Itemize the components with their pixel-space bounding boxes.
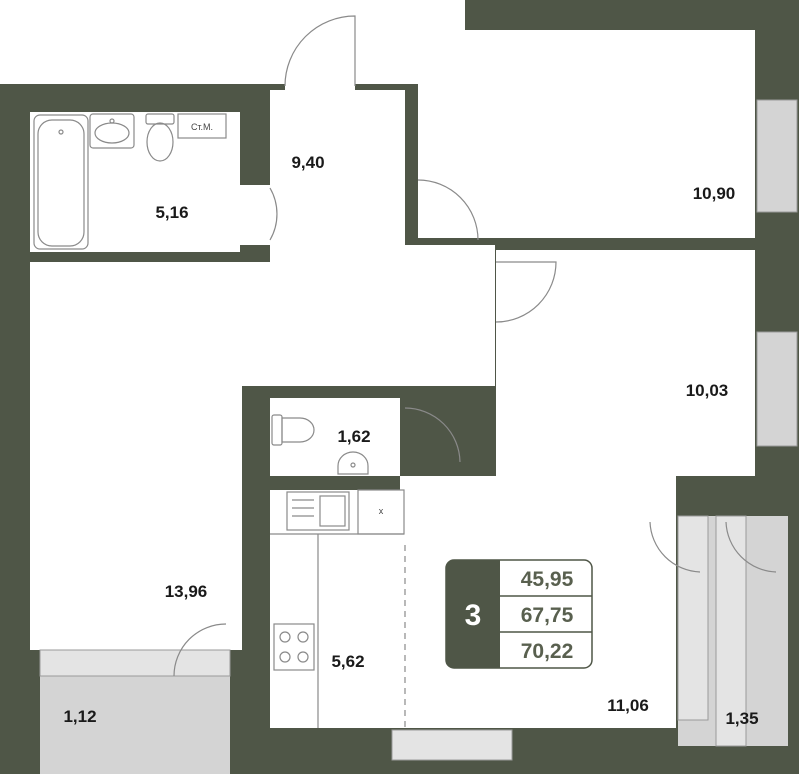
door-bedroom-middle bbox=[495, 261, 557, 323]
stove-burner-4-icon bbox=[297, 651, 309, 663]
balcony-left-rail bbox=[39, 649, 231, 677]
area-balcony-right: 1,35 bbox=[725, 709, 758, 728]
stove-burner-2-icon bbox=[297, 631, 309, 643]
appliance-box-label: x bbox=[379, 506, 384, 516]
toilet-tank-icon bbox=[145, 113, 175, 125]
info-value-total-with-balconies: 70,22 bbox=[521, 640, 574, 663]
wc2-sink-icon bbox=[337, 451, 369, 475]
balcony-right-strip-2 bbox=[715, 515, 747, 747]
stove-burner-1-icon bbox=[279, 631, 291, 643]
exterior-top-notch bbox=[355, 0, 465, 84]
wc2-bowl-icon bbox=[281, 417, 315, 443]
washer-box-icon bbox=[177, 113, 227, 139]
kitchen-sink-icon bbox=[286, 491, 350, 531]
door-toilet bbox=[404, 407, 461, 463]
floor-living-room bbox=[30, 338, 242, 650]
area-bathroom: 5,16 bbox=[155, 203, 188, 222]
toilet-bowl-icon bbox=[146, 122, 174, 162]
sink-icon bbox=[89, 113, 135, 149]
info-value-total-area: 67,75 bbox=[521, 604, 574, 627]
sink-drain-icon bbox=[109, 118, 115, 124]
door-balcony-right-2 bbox=[725, 521, 777, 573]
entrance-gap bbox=[285, 84, 355, 104]
wc-box-label: Ст.М. bbox=[191, 122, 213, 132]
floor-toilet bbox=[270, 398, 400, 476]
area-kitchen: 5,62 bbox=[331, 652, 364, 671]
area-balcony-left: 1,12 bbox=[63, 707, 96, 726]
wc2-sink-drain-icon bbox=[350, 462, 356, 468]
door-bathroom bbox=[269, 187, 278, 241]
room-labels: 9,40 5,16 10,90 10,03 1,62 13,96 5,62 11… bbox=[63, 153, 758, 728]
fixtures bbox=[33, 113, 406, 728]
window-bedroom-top bbox=[756, 99, 798, 213]
bathtub-inner-icon bbox=[37, 119, 85, 247]
info-box-rooms-panel bbox=[446, 560, 500, 668]
floor-corridor-connect bbox=[30, 262, 242, 338]
floor-bathroom bbox=[30, 112, 240, 252]
bathtub-drain-icon bbox=[58, 129, 64, 135]
door-bedroom-top bbox=[417, 179, 479, 241]
doors bbox=[173, 15, 777, 677]
balcony-right-strip-1 bbox=[677, 515, 709, 721]
stove-icon bbox=[273, 623, 315, 671]
info-box: 3 45,95 67,75 70,22 bbox=[445, 559, 593, 669]
kitchen-sink-basin-icon bbox=[319, 495, 346, 527]
bathtub-icon bbox=[33, 114, 89, 250]
balconies bbox=[39, 99, 798, 774]
area-living-room: 13,96 bbox=[165, 582, 208, 601]
floor-bedroom-top-ext bbox=[495, 30, 755, 238]
area-toilet: 1,62 bbox=[337, 427, 370, 446]
info-rooms-count: 3 bbox=[465, 599, 482, 632]
window-bedroom-middle bbox=[756, 331, 798, 447]
floor-bathroom-right bbox=[240, 185, 270, 245]
door-balcony-left bbox=[173, 623, 227, 677]
info-value-living-area: 45,95 bbox=[521, 568, 574, 591]
area-bedroom-middle: 10,03 bbox=[686, 381, 729, 400]
area-bedroom-top: 10,90 bbox=[693, 184, 736, 203]
window-kitchen bbox=[391, 729, 513, 761]
door-entrance bbox=[284, 15, 356, 87]
door-balcony-right-1 bbox=[649, 521, 701, 573]
floor-kitchen-living-top bbox=[400, 476, 676, 496]
floors bbox=[30, 30, 755, 728]
floor-bedroom-middle bbox=[496, 250, 755, 476]
area-living-kitchen: 11,06 bbox=[607, 696, 649, 715]
area-hallway: 9,40 bbox=[291, 153, 324, 172]
stove-burner-3-icon bbox=[279, 651, 291, 663]
floor-hall-center bbox=[242, 262, 490, 386]
